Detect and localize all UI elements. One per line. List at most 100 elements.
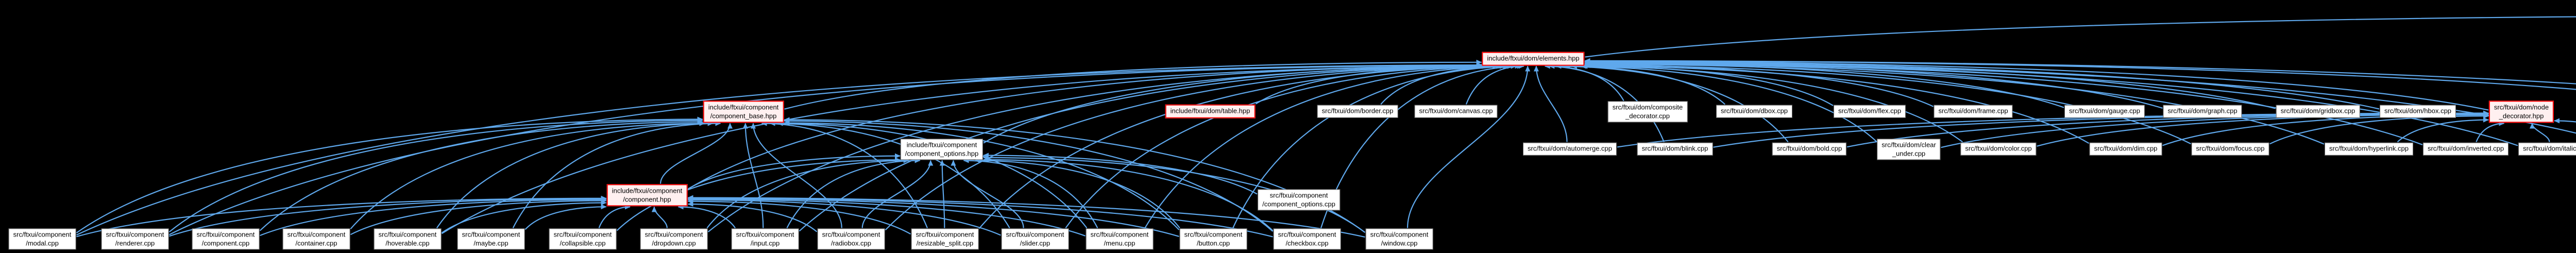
- graph-node-graph-cpp[interactable]: src/ftxui/dom/graph.cpp: [2163, 105, 2242, 118]
- graph-node-maybe-cpp[interactable]: src/ftxui/component /maybe.cpp: [457, 228, 525, 250]
- graph-node-automerge-cpp[interactable]: src/ftxui/dom/automerge.cpp: [1522, 142, 1617, 156]
- graph-node-gauge-cpp[interactable]: src/ftxui/dom/gauge.cpp: [2064, 105, 2145, 118]
- node-label: src/ftxui/component /dropdown.cpp: [645, 230, 703, 247]
- node-label: src/ftxui/dom/flex.cpp: [1838, 107, 1902, 115]
- node-label: src/ftxui/component /resizable_split.cpp: [916, 230, 974, 247]
- graph-node-italic-cpp[interactable]: src/ftxui/dom/italic.cpp: [2518, 142, 2576, 156]
- include-edge-inverted_cpp-to-node_decorator_hpp: [2476, 121, 2505, 142]
- include-edge-component_options_cpp-to-component_options_hpp: [983, 153, 1258, 195]
- include-edge-checkbox_cpp-to-component_options_hpp: [983, 157, 1274, 231]
- node-label: src/ftxui/component /renderer.cpp: [106, 230, 164, 247]
- graph-node-component-hpp[interactable]: include/ftxui/component /component.hpp: [606, 184, 688, 207]
- graph-node-table-hpp[interactable]: include/ftxui/dom/table.hpp: [1165, 104, 1256, 119]
- node-label: include/ftxui/dom/table.hpp: [1170, 107, 1250, 115]
- graph-node-window-cpp[interactable]: src/ftxui/component /window.cpp: [1365, 228, 1433, 250]
- include-edge-italic_cpp-to-elements_hpp: [1584, 60, 2518, 146]
- graph-node-color-cpp[interactable]: src/ftxui/dom/color.cpp: [1960, 142, 2037, 156]
- graph-node-hyperlink-cpp[interactable]: src/ftxui/dom/hyperlink.cpp: [2325, 142, 2413, 156]
- graph-node-slider-cpp[interactable]: src/ftxui/component /slider.cpp: [1001, 228, 1069, 250]
- graph-node-dropdown-cpp[interactable]: src/ftxui/component /dropdown.cpp: [640, 228, 708, 250]
- node-label: src/ftxui/component /radiobox.cpp: [822, 230, 880, 247]
- node-label: src/ftxui/dom/hbox.cpp: [2384, 107, 2452, 115]
- node-label: src/ftxui/dom/composite _decorator.cpp: [1612, 103, 1683, 120]
- include-edge-hoverable_cpp-to-component_hpp: [441, 200, 607, 233]
- node-label: include/ftxui/dom/elements.hpp: [1487, 54, 1580, 62]
- node-label: src/ftxui/dom/bold.cpp: [1776, 144, 1842, 153]
- graph-node-collapsible-cpp[interactable]: src/ftxui/component /collapsible.cpp: [549, 228, 617, 250]
- node-label: src/ftxui/dom/focus.cpp: [2196, 144, 2265, 153]
- node-label: include/ftxui/component /component_base.…: [708, 103, 779, 120]
- include-edge-slider_cpp-to-component_hpp: [687, 197, 1001, 236]
- graph-node-canvas-cpp[interactable]: src/ftxui/dom/canvas.cpp: [1414, 105, 1498, 118]
- graph-node-border-cpp[interactable]: src/ftxui/dom/border.cpp: [1317, 105, 1398, 118]
- graph-node-gridbox-cpp[interactable]: src/ftxui/dom/gridbox.cpp: [2276, 105, 2360, 118]
- node-label: src/ftxui/dom/border.cpp: [1321, 107, 1394, 115]
- graph-node-input-cpp[interactable]: src/ftxui/component /input.cpp: [731, 228, 799, 250]
- node-label: src/ftxui/component /menu.cpp: [1090, 230, 1149, 247]
- graph-node-composite-decorator-cpp[interactable]: src/ftxui/dom/composite _decorator.cpp: [1607, 101, 1688, 123]
- graph-node-container-cpp[interactable]: src/ftxui/component /container.cpp: [282, 228, 350, 250]
- graph-node-renderer-cpp[interactable]: src/ftxui/component /renderer.cpp: [101, 228, 169, 250]
- node-label: src/ftxui/dom/dbox.cpp: [1720, 107, 1788, 115]
- graph-node-component-options-hpp[interactable]: include/ftxui/component /component_optio…: [900, 139, 984, 160]
- graph-node-menu-cpp[interactable]: src/ftxui/component /menu.cpp: [1086, 228, 1154, 250]
- include-edge-resizable_split_cpp-to-elements_hpp: [978, 63, 1510, 229]
- graph-node-inverted-cpp[interactable]: src/ftxui/dom/inverted.cpp: [2422, 142, 2509, 156]
- include-edge-window_cpp-to-elements_hpp: [1406, 65, 1531, 228]
- node-label: src/ftxui/dom/canvas.cpp: [1419, 107, 1493, 115]
- graph-node-node-decorator-hpp[interactable]: src/ftxui/dom/node _decorator.hpp: [2488, 100, 2554, 123]
- node-label: src/ftxui/component /input.cpp: [736, 230, 794, 247]
- include-edge-dropdown_cpp-to-elements_hpp: [707, 63, 1498, 232]
- include-edge-container_cpp-to-component_hpp: [350, 198, 607, 235]
- node-label: src/ftxui/component /hoverable.cpp: [378, 230, 437, 247]
- node-label: src/ftxui/component /checkbox.cpp: [1278, 230, 1336, 247]
- node-label: src/ftxui/component /window.cpp: [1370, 230, 1429, 247]
- graph-node-flex-cpp[interactable]: src/ftxui/dom/flex.cpp: [1833, 105, 1906, 118]
- graph-node-focus-cpp[interactable]: src/ftxui/dom/focus.cpp: [2191, 142, 2269, 156]
- include-edge-checkbox_cpp-to-elements_hpp: [1320, 63, 1524, 228]
- include-edge-italic_cpp-to-node_decorator_hpp: [2529, 123, 2550, 142]
- graph-node-component-base-hpp[interactable]: include/ftxui/component /component_base.…: [703, 100, 784, 123]
- include-edge-input_cpp-to-component_options_hpp: [786, 158, 921, 229]
- include-edge-radiobox_cpp-to-component_options_hpp: [861, 160, 934, 228]
- include-edge-flexbox_cpp-to-elements_hpp: [1584, 58, 2576, 85]
- include-edge-elements_hpp-to-flexbox_config_hpp: [1585, 16, 2576, 58]
- graph-node-dbox-cpp[interactable]: src/ftxui/dom/dbox.cpp: [1716, 105, 1793, 118]
- graph-node-modal-cpp[interactable]: src/ftxui/component /modal.cpp: [8, 228, 76, 250]
- include-edge-button_cpp-to-component_base_hpp: [784, 120, 1180, 230]
- graph-node-elements-hpp[interactable]: include/ftxui/dom/elements.hpp: [1482, 52, 1585, 66]
- include-edge-focus_cpp-to-node_decorator_hpp: [2269, 113, 2489, 145]
- include-edge-border_cpp-to-elements_hpp: [1380, 63, 1509, 105]
- include-edge-slider_cpp-to-component_options_hpp: [951, 160, 1024, 228]
- node-label: include/ftxui/component /component_optio…: [905, 141, 979, 157]
- include-edge-collapsible_cpp-to-component_hpp: [598, 204, 631, 228]
- node-label: src/ftxui/dom/gridbox.cpp: [2280, 107, 2355, 115]
- graph-node-bold-cpp[interactable]: src/ftxui/dom/bold.cpp: [1772, 142, 1847, 156]
- graph-node-button-cpp[interactable]: src/ftxui/component /button.cpp: [1179, 228, 1247, 250]
- node-label: src/ftxui/dom/italic.cpp: [2523, 144, 2576, 153]
- graph-node-hoverable-cpp[interactable]: src/ftxui/component /hoverable.cpp: [374, 228, 442, 250]
- graph-node-frame-cpp[interactable]: src/ftxui/dom/frame.cpp: [1934, 105, 2013, 118]
- node-label: src/ftxui/component /collapsible.cpp: [553, 230, 612, 247]
- graph-node-blink-cpp[interactable]: src/ftxui/dom/blink.cpp: [1637, 142, 1713, 156]
- node-label: src/ftxui/dom/node _decorator.hpp: [2494, 103, 2549, 120]
- include-edge-component_base_hpp-to-elements_hpp: [784, 59, 1482, 110]
- include-edge-menu_cpp-to-component_options_hpp: [963, 158, 1098, 229]
- graph-node-hbox-cpp[interactable]: src/ftxui/dom/hbox.cpp: [2379, 105, 2456, 118]
- graph-node-checkbox-cpp[interactable]: src/ftxui/component /checkbox.cpp: [1273, 228, 1341, 250]
- graph-node-dim-cpp[interactable]: src/ftxui/dom/dim.cpp: [2089, 142, 2162, 156]
- graph-node-component-cpp[interactable]: src/ftxui/component /component.cpp: [192, 228, 260, 250]
- node-label: src/ftxui/dom/inverted.cpp: [2427, 144, 2504, 153]
- graph-node-clear-under-cpp[interactable]: src/ftxui/dom/clear _under.cpp: [1877, 139, 1941, 160]
- graph-node-component-options-cpp[interactable]: src/ftxui/component /component_options.c…: [1258, 189, 1340, 211]
- node-label: src/ftxui/component /slider.cpp: [1006, 230, 1064, 247]
- include-edge-modal_cpp-to-component_base_hpp: [76, 116, 703, 233]
- include-edge-radiobox_cpp-to-component_hpp: [687, 201, 818, 232]
- node-label: src/ftxui/dom/gauge.cpp: [2069, 107, 2141, 115]
- include-edge-checkbox_cpp-to-component_base_hpp: [784, 118, 1274, 232]
- graph-node-radiobox-cpp[interactable]: src/ftxui/component /radiobox.cpp: [817, 228, 885, 250]
- include-edge-dropdown_cpp-to-component_hpp: [651, 206, 668, 228]
- include-edge-resizable_split_cpp-to-component_hpp: [687, 198, 911, 235]
- node-label: src/ftxui/dom/hyperlink.cpp: [2329, 144, 2409, 153]
- graph-node-resizable-split-cpp[interactable]: src/ftxui/component /resizable_split.cpp: [911, 228, 979, 250]
